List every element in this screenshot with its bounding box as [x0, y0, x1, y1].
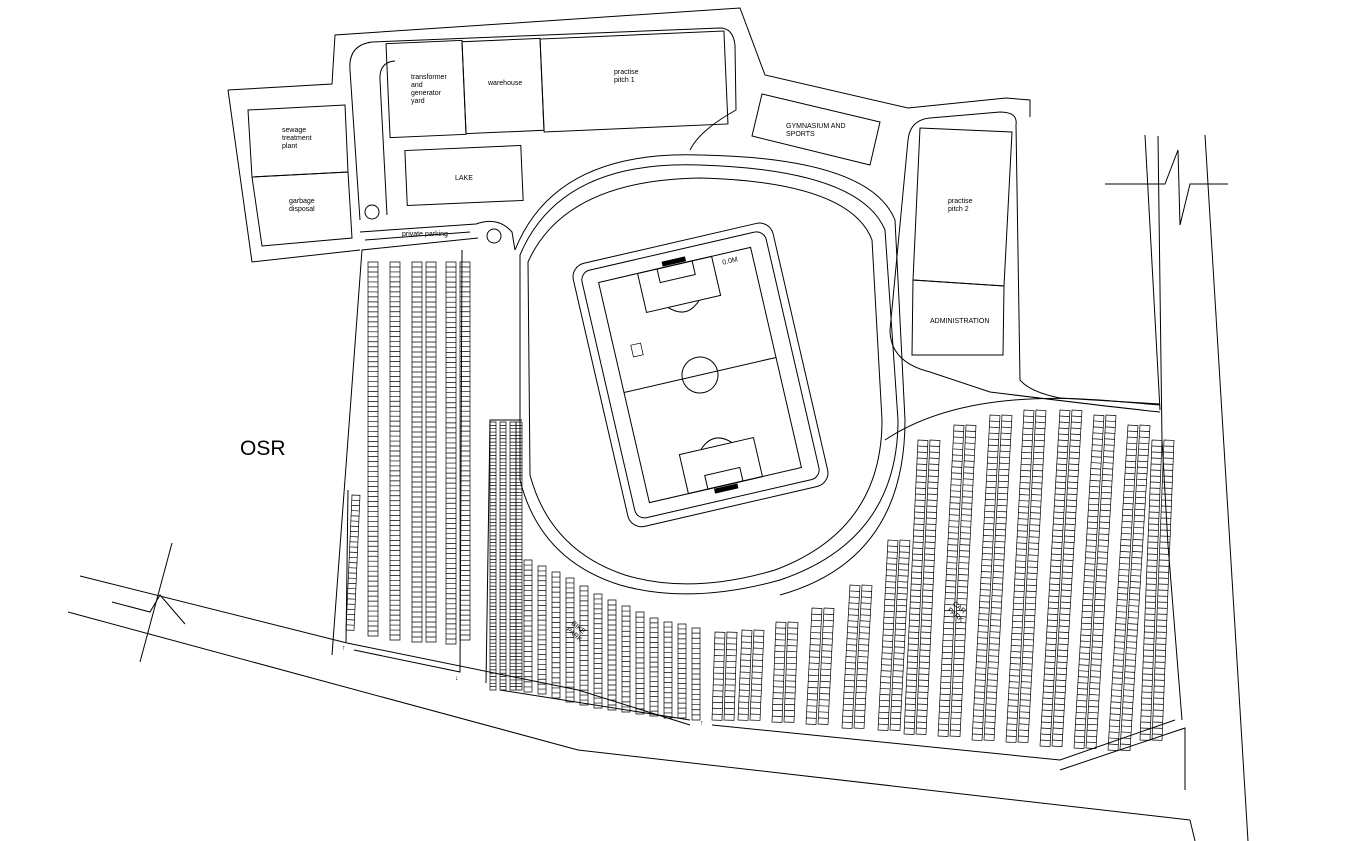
parking-row	[677, 623, 687, 719]
parking-row	[663, 621, 673, 719]
parking-row	[523, 559, 533, 693]
administration	[911, 279, 1005, 356]
parking-row	[593, 593, 603, 709]
parking-row	[489, 421, 497, 691]
svg-text:↑: ↑	[700, 720, 704, 727]
parking-row	[877, 539, 899, 731]
stadium	[514, 154, 906, 596]
osr-label: OSR	[240, 437, 286, 460]
parking-row	[345, 494, 361, 631]
parking-row	[1139, 439, 1163, 741]
parking-row	[1119, 424, 1151, 751]
parking-row	[579, 585, 589, 706]
south-roads	[67, 542, 1196, 841]
parking-row	[1107, 424, 1139, 751]
parking-row	[459, 261, 471, 641]
parking-row	[983, 414, 1013, 741]
parking-row	[621, 605, 631, 713]
site-boundary	[227, 7, 1031, 656]
garbage-area	[251, 171, 353, 247]
parking-row	[853, 584, 873, 729]
parking-row	[1017, 409, 1047, 743]
parking-row	[711, 631, 726, 721]
parking-row	[389, 261, 401, 641]
parking-stalls	[345, 261, 1175, 751]
parking-row	[1073, 414, 1105, 749]
level-label: 0.0M	[722, 256, 739, 266]
gymnasium	[751, 93, 881, 166]
parking-row	[649, 617, 659, 717]
parking-row	[1005, 409, 1035, 743]
north-buildings	[385, 30, 881, 207]
lake-label: LAKE	[455, 175, 473, 182]
parking-row	[691, 627, 701, 721]
parking-row	[915, 439, 941, 735]
parking-row	[1151, 439, 1175, 741]
parking-outlines	[345, 249, 1186, 790]
parking-row	[499, 421, 507, 691]
parking-row	[889, 539, 911, 731]
parking-row	[411, 261, 423, 643]
parking-row	[749, 629, 765, 721]
parking-row	[805, 607, 823, 725]
svg-text:↓: ↓	[455, 675, 459, 682]
parking-row	[949, 424, 977, 737]
parking-row	[841, 584, 861, 729]
parking-row	[537, 565, 547, 695]
svg-text:↑: ↑	[342, 645, 346, 652]
parking-row	[425, 261, 437, 643]
lake	[404, 144, 524, 207]
parking-row	[737, 629, 753, 721]
stadium-stand-outer	[572, 222, 829, 528]
parking-row	[971, 414, 1001, 741]
parking-row	[723, 631, 738, 721]
west-zone	[247, 104, 353, 247]
administration-label: ADMINISTRATION	[930, 318, 989, 325]
private-parking-label: private parking	[402, 231, 448, 238]
football-pitch	[597, 246, 803, 504]
parking-row	[551, 571, 561, 699]
warehouse-label: warehouse	[487, 80, 522, 87]
transformer-yard	[385, 39, 467, 139]
parking-row	[509, 421, 517, 691]
stadium-stand-inner	[581, 231, 820, 519]
parking-row	[817, 607, 835, 725]
parking-row	[445, 261, 457, 645]
service-road	[349, 27, 737, 251]
parking-row	[1039, 409, 1071, 747]
parking-row	[635, 611, 645, 715]
parking-row	[1051, 409, 1083, 747]
practise-pitch-1	[539, 30, 729, 133]
parking-row	[515, 421, 523, 691]
parking-row	[771, 621, 787, 723]
parking-row	[607, 599, 617, 711]
parking-row	[783, 621, 799, 723]
parking-row	[565, 577, 575, 703]
east-roads	[1105, 134, 1249, 841]
parking-row	[937, 424, 965, 737]
parking-row	[367, 261, 379, 637]
parking-row	[903, 439, 929, 735]
